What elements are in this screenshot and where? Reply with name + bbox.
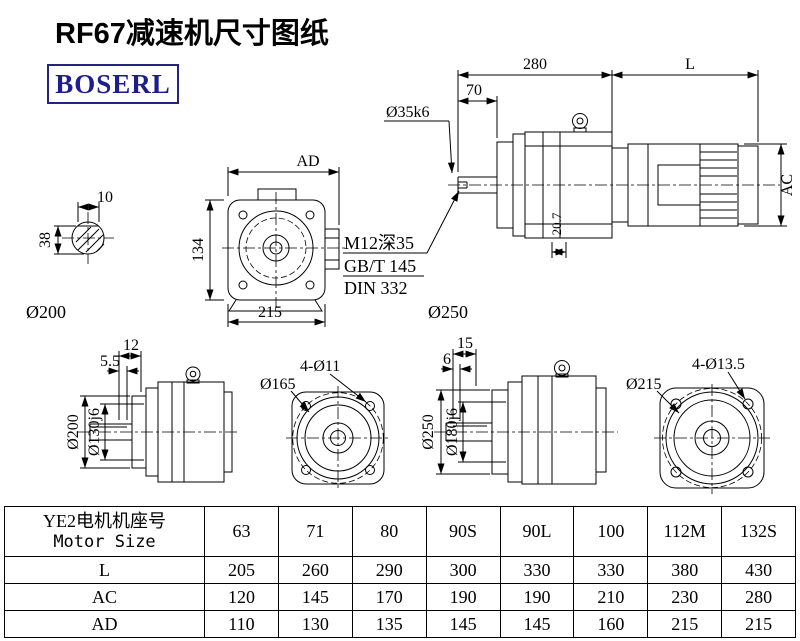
dimension-table: YE2电机机座号 Motor Size 63 71 80 90S 90L 100… xyxy=(4,506,796,638)
table-cell: 430 xyxy=(721,556,796,584)
holes-label: 4-Ø11 xyxy=(300,358,340,375)
bolt-circle xyxy=(292,392,384,484)
table-cell: 290 xyxy=(351,556,427,584)
dim-shaft-length: 70 xyxy=(466,82,482,99)
motor-size-column: 63 xyxy=(204,506,279,557)
eye-bolt xyxy=(572,113,588,129)
dim-gearbox-length: 280 xyxy=(523,56,547,73)
thread-note-line2: GB/T 145 xyxy=(344,256,416,276)
table-cell: 135 xyxy=(351,610,427,638)
table-cell: 145 xyxy=(499,610,575,638)
shaft-section-view: 10 38 Ø200 xyxy=(26,189,114,322)
row-label-AC: AC xyxy=(4,583,205,611)
table-cell: 330 xyxy=(499,556,575,584)
table-row-L: L 205 260 290 300 330 330 380 430 xyxy=(4,556,796,584)
dim-width: 215 xyxy=(258,304,282,321)
table-cell: 120 xyxy=(204,583,279,611)
shaft-circle xyxy=(71,221,105,255)
motor-size-header-cell: YE2电机机座号 Motor Size xyxy=(4,506,205,557)
dim-flat-height: 38 xyxy=(37,232,54,248)
eye-bolt xyxy=(554,360,570,376)
flange-dia-label: Ø200 xyxy=(65,414,82,450)
holes-label: 4-Ø13.5 xyxy=(692,356,745,373)
thread-note-line3: DIN 332 xyxy=(344,278,408,298)
table-cell: 260 xyxy=(277,556,353,584)
base-foot xyxy=(228,299,323,312)
table-cell: 190 xyxy=(499,583,575,611)
table-row-AC: AC 120 145 170 190 190 210 230 280 xyxy=(4,583,796,611)
table-cell: 205 xyxy=(204,556,279,584)
bolt-circle-label: Ø165 xyxy=(260,376,296,393)
dim-height: 134 xyxy=(190,238,207,262)
dim-key-length: 15 xyxy=(457,335,473,352)
table-cell: 280 xyxy=(721,583,796,611)
table-cell: 210 xyxy=(573,583,649,611)
corner-hole xyxy=(301,465,311,475)
table-cell: 145 xyxy=(277,583,353,611)
table-cell: 145 xyxy=(425,610,501,638)
table-cell: 230 xyxy=(647,583,723,611)
brand-logo: BOSERL xyxy=(47,64,179,104)
bolt-circle-label: Ø215 xyxy=(626,376,662,393)
dim-motor-length: L xyxy=(685,56,695,73)
table-row-AD: AD 110 130 135 145 145 160 215 215 xyxy=(4,610,796,638)
motor-size-column: 132S xyxy=(721,506,796,557)
motor-size-column: 71 xyxy=(277,506,353,557)
row-label-AD: AD xyxy=(4,610,205,638)
corner-hole xyxy=(365,401,375,411)
motor-size-header-en: Motor Size xyxy=(53,532,156,553)
corner-hole xyxy=(305,210,315,220)
motor-size-column: 112M xyxy=(647,506,723,557)
motor-size-column: 100 xyxy=(573,506,649,557)
dim-ad: AD xyxy=(296,153,319,170)
table-cell: 215 xyxy=(721,610,796,638)
table-cell: 170 xyxy=(351,583,427,611)
flange-outline xyxy=(291,391,385,485)
table-cell: 130 xyxy=(277,610,353,638)
dimension-table-wrap: YE2电机机座号 Motor Size 63 71 80 90S 90L 100… xyxy=(4,506,796,638)
flange-dia-label: Ø250 xyxy=(420,414,437,450)
bolt-circle xyxy=(662,387,763,488)
thread-note-line1: M12深35 xyxy=(344,233,414,253)
table-cell: 110 xyxy=(204,610,279,638)
corner-hole xyxy=(238,280,248,290)
spigot-dia-label: Ø130j6 xyxy=(86,408,103,456)
table-cell: 190 xyxy=(425,583,501,611)
motor-size-column: 90S xyxy=(425,506,501,557)
row-label-L: L xyxy=(4,556,205,584)
table-cell: 215 xyxy=(647,610,723,638)
shaft-dia-label: Ø35k6 xyxy=(386,104,430,121)
table-cell: 380 xyxy=(647,556,723,584)
output-side-view-small: 12 5.5 Ø200 Ø130j6 xyxy=(65,337,238,483)
table-cell: 330 xyxy=(573,556,649,584)
dim-key-width: 10 xyxy=(97,189,113,206)
motor-size-column: 80 xyxy=(351,506,427,557)
front-view: AD 134 215 xyxy=(190,153,346,327)
flange-view-small: 4-Ø11 Ø165 xyxy=(260,358,390,490)
table-cell: 300 xyxy=(425,556,501,584)
motor-size-header-cn: YE2电机机座号 xyxy=(43,510,166,531)
spigot-dia-label: Ø180j6 xyxy=(444,408,461,456)
terminal-box xyxy=(657,164,701,206)
output-side-view-large: 15 6 Ø250 Ø180j6 xyxy=(420,335,618,485)
motor-size-column: 90L xyxy=(499,506,575,557)
table-cell: 160 xyxy=(573,610,649,638)
dim-key-depth: 6 xyxy=(443,351,451,368)
table-header-row: YE2电机机座号 Motor Size 63 71 80 90S 90L 100… xyxy=(4,506,796,557)
fan-cowl xyxy=(737,145,759,225)
technical-drawing: 10 38 Ø200 A xyxy=(26,56,796,494)
flange-dia-label: Ø200 xyxy=(26,302,66,322)
dim-motor-height: AC xyxy=(779,174,796,196)
dim-flange-offset: 20.7 xyxy=(549,212,564,235)
dim-key-length: 12 xyxy=(123,337,139,354)
flange-dia-label: Ø250 xyxy=(428,302,468,322)
corner-hole xyxy=(305,280,315,290)
dim-key-depth: 5.5 xyxy=(100,353,120,370)
eye-bolt xyxy=(185,366,201,382)
assembly-side-view: 280 L 70 Ø35k6 AC 20.7 M12深35 GB/T 145 D… xyxy=(343,56,796,322)
corner-hole xyxy=(238,210,248,220)
corner-hole xyxy=(365,465,375,475)
flange-view-large: 4-Ø13.5 Ø215 xyxy=(626,356,770,494)
page-title: RF67减速机尺寸图纸 xyxy=(55,18,329,50)
